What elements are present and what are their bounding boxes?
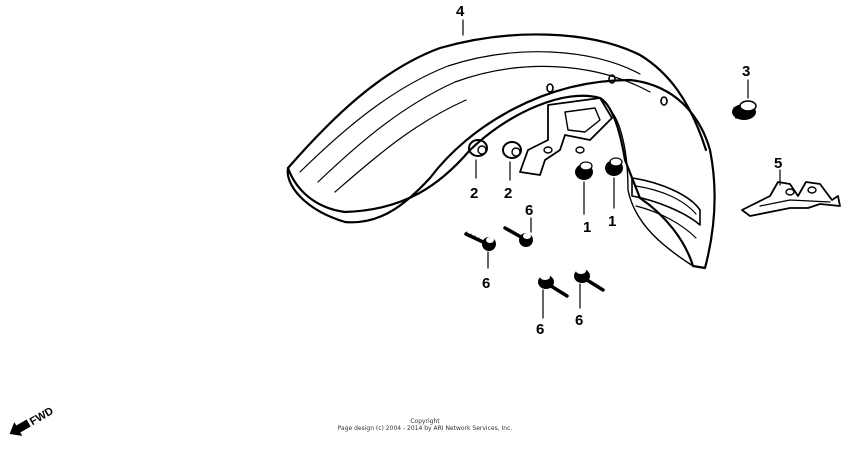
callout-6-b: 6 (525, 202, 533, 219)
arrow-icon (9, 419, 31, 436)
bolt-part-6-c (538, 274, 569, 298)
fender-inner-bracket (519, 97, 613, 176)
copyright-notice: Page design (c) 2004 - 2014 by ARI Netwo… (337, 425, 513, 432)
callout-5: 5 (774, 155, 782, 172)
bushing-part-2-b (502, 141, 522, 159)
grommet-part-1-b (605, 157, 623, 176)
leader-lines (462, 19, 781, 319)
callout-6-c: 6 (536, 321, 544, 338)
callout-1-a: 1 (583, 219, 591, 236)
fender-hole (660, 96, 668, 106)
bolt-part-6-d (574, 268, 605, 292)
callout-6-d: 6 (575, 312, 583, 329)
callout-2-b: 2 (504, 185, 512, 202)
copyright-title: Copyright (410, 418, 440, 425)
front-fender (286, 33, 716, 270)
callout-4: 4 (456, 3, 465, 20)
bolt-part-6-a (464, 231, 496, 251)
callout-3: 3 (742, 63, 750, 80)
bolt-part-6-b (503, 226, 533, 247)
bushing-part-2-a (468, 139, 488, 157)
callout-1-b: 1 (608, 213, 616, 230)
cap-part-3 (732, 100, 757, 120)
grommet-part-1-a (575, 161, 593, 180)
callout-6-a: 6 (482, 275, 490, 292)
bracket-part-5 (741, 181, 841, 217)
callout-2-a: 2 (470, 185, 478, 202)
fender-hole (546, 83, 554, 93)
fender-hole (608, 74, 616, 84)
